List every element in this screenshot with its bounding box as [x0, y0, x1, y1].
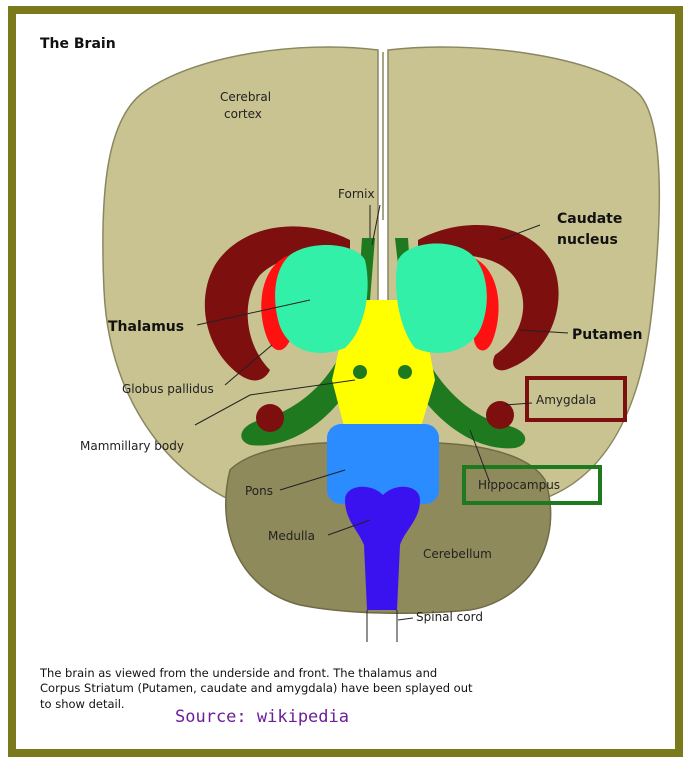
label-hippocampus: Hippocampus	[478, 478, 560, 492]
label-medulla: Medulla	[268, 529, 315, 543]
label-thalamus: Thalamus	[108, 319, 184, 335]
pons	[327, 424, 439, 504]
label-cerebral: Cerebral	[220, 90, 271, 104]
caption-line-2: Corpus Striatum (Putamen, caudate and am…	[40, 681, 473, 695]
diagram-title: The Brain	[40, 36, 116, 52]
label-nucleus: nucleus	[557, 232, 618, 248]
caption-line-3: to show detail.	[40, 697, 125, 711]
thalamus-left	[275, 245, 368, 353]
source-credit: Source: wikipedia	[175, 707, 349, 727]
label-globus-pallidus: Globus pallidus	[122, 382, 214, 396]
label-cerebellum: Cerebellum	[423, 547, 492, 561]
label-pons: Pons	[245, 484, 273, 498]
label-caudate: Caudate	[557, 211, 622, 227]
label-spinal-cord: Spinal cord	[416, 610, 483, 624]
label-amygdala: Amygdala	[536, 393, 596, 407]
amygdala-left	[256, 404, 284, 432]
caption-line-1: The brain as viewed from the underside a…	[39, 666, 437, 680]
thalamus-right	[396, 244, 487, 353]
label-cortex: cortex	[224, 107, 262, 121]
label-mammillary-body: Mammillary body	[80, 439, 184, 453]
amygdala-right	[486, 401, 514, 429]
label-putamen: Putamen	[572, 327, 642, 343]
label-fornix: Fornix	[338, 187, 375, 201]
